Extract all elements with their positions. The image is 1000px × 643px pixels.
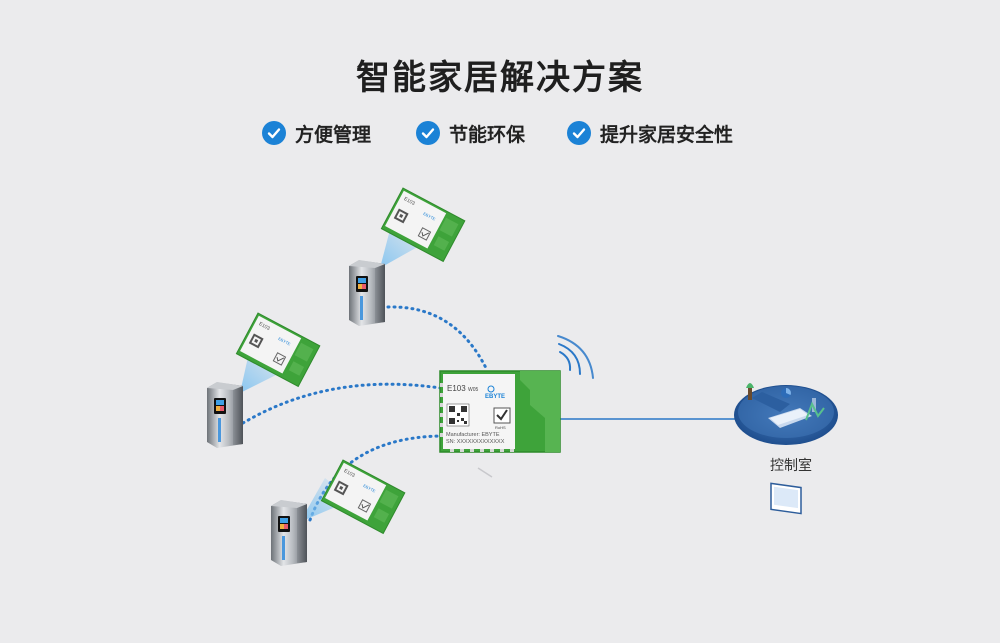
- wifi-module-bottom: E103 EBYTE: [320, 459, 406, 534]
- gateway-model: E103: [447, 384, 466, 393]
- castellated-pads: [440, 383, 514, 452]
- gateway-sn: SN: XXXXXXXXXXXXX: [446, 439, 505, 445]
- feature-list: 方便管理 节能环保 提升家居安全性: [0, 118, 1000, 148]
- gateway-variant: W05: [468, 387, 479, 393]
- smart-appliance-bottom: [271, 500, 307, 566]
- check-circle-icon: [416, 121, 440, 145]
- check-circle-icon: [262, 121, 286, 145]
- wifi-module-middle: E103 EBYTE: [235, 312, 321, 387]
- link-top: [386, 305, 489, 372]
- check-circle-icon: [567, 121, 591, 145]
- feature-label: 节能环保: [449, 123, 526, 146]
- module-brand: EBYTE: [422, 211, 436, 222]
- control-room-icon: [734, 383, 838, 515]
- module-model: E103: [343, 468, 356, 479]
- gateway-manufacturer: Manufacturer: EBYTE: [446, 432, 500, 438]
- module-model: E103: [258, 321, 271, 332]
- control-room-label: 控制室: [770, 458, 812, 474]
- feature-item-management: 方便管理: [262, 118, 371, 148]
- wifi-module-top: E103 EBYTE: [380, 187, 466, 262]
- rohs-check-icon: RoHS: [493, 407, 511, 430]
- rohs-label: RoHS: [495, 425, 506, 430]
- qr-code-icon: [446, 403, 470, 427]
- gateway-brand: EBYTE: [485, 394, 505, 400]
- gateway-module: E103 W05 EBYTE RoHS Manufacturer: EBYTE …: [439, 370, 561, 453]
- module-model: E103: [403, 196, 416, 207]
- smart-appliance-top: [349, 260, 385, 326]
- wifi-signal-icon: [557, 335, 594, 379]
- module-brand: EBYTE: [277, 336, 291, 347]
- page-title: 智能家居解决方案: [356, 58, 644, 98]
- feature-label: 方便管理: [295, 123, 372, 146]
- feature-label: 提升家居安全性: [600, 123, 734, 146]
- module-brand: EBYTE: [362, 483, 376, 494]
- link-middle: [241, 382, 442, 425]
- feature-item-security: 提升家居安全性: [567, 118, 733, 148]
- smart-appliance-middle: [207, 382, 243, 448]
- ebyte-logo: EBYTE: [485, 385, 505, 400]
- feature-item-energy: 节能环保: [416, 118, 525, 148]
